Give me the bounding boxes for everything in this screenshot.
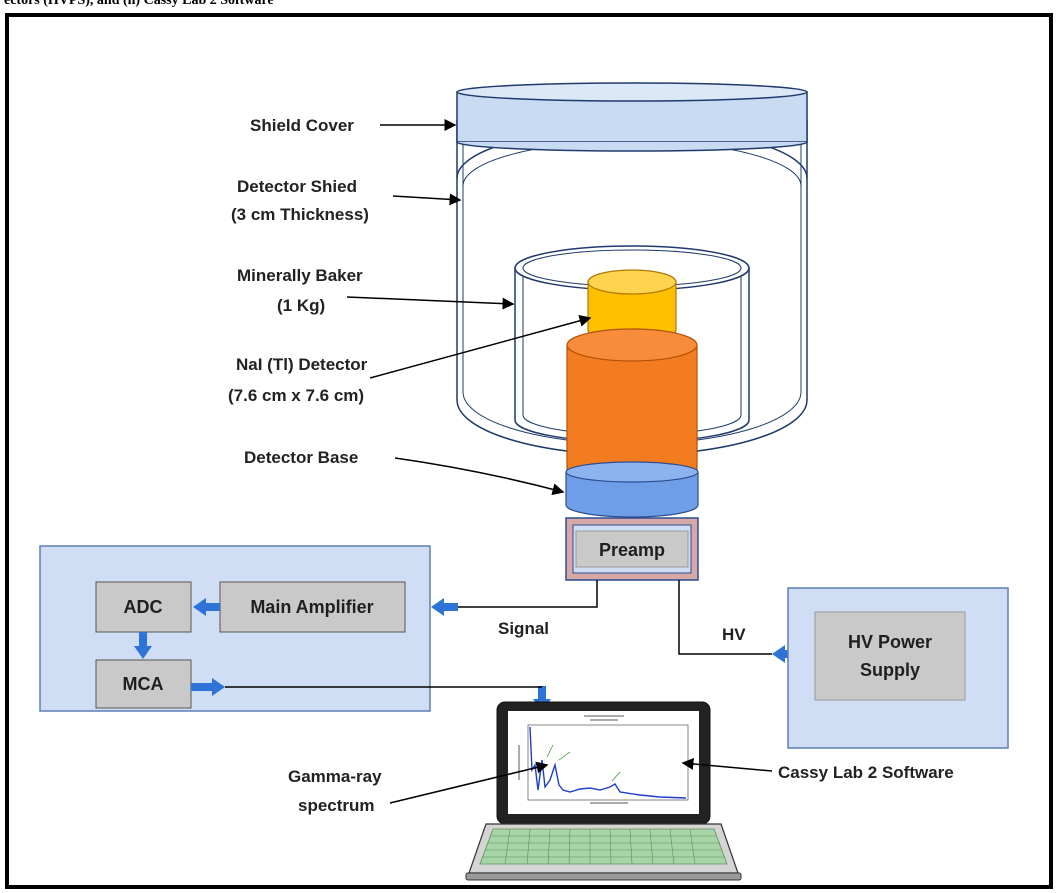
beaker-label-1: Minerally Baker [237, 266, 363, 285]
adc-to-mca-arrow [134, 632, 152, 659]
detector-base-label: Detector Base [244, 448, 358, 467]
hv-supply-label-1: HV Power [848, 632, 932, 652]
hv-label: HV [722, 625, 746, 644]
gamma-ray-leader [389, 761, 549, 804]
shield-cover [456, 82, 808, 152]
nai-detector-label-1: NaI (Tl) Detector [236, 355, 368, 374]
main-amplifier-box [219, 581, 406, 633]
hv-wire [678, 580, 772, 655]
amp-to-adc-arrow [193, 598, 220, 616]
mca-to-laptop-arrow [191, 678, 225, 696]
main-amplifier-label: Main Amplifier [250, 597, 373, 617]
adc-box [95, 581, 192, 633]
preamp-housing [565, 517, 699, 581]
mca-label: MCA [123, 674, 164, 694]
gamma-ray-label-1: Gamma-ray [288, 767, 382, 786]
detector-shield-label-2: (3 cm Thickness) [231, 205, 369, 224]
cassy-lab-leader [681, 757, 773, 772]
beaker-label-2: (1 Kg) [277, 296, 325, 315]
shield-cover-label: Shield Cover [250, 116, 354, 135]
hv-supply-box [814, 611, 966, 701]
detector-base-leader [394, 457, 565, 496]
hv-supply-label-2: Supply [860, 660, 920, 680]
laptop-keyboard [482, 828, 725, 865]
hv-input-arrow [772, 645, 800, 663]
nai-detector-leader [369, 314, 592, 379]
detector-shield-leader [392, 193, 462, 206]
signal-input-arrow [431, 598, 458, 616]
preamp-label: Preamp [599, 540, 665, 560]
gamma-ray-label-2: spectrum [298, 796, 375, 815]
beaker-leader [346, 296, 515, 310]
spectrum-plot [518, 715, 689, 804]
mca-box [95, 659, 192, 709]
signal-label: Signal [498, 619, 549, 638]
caption-fragment-text: ectors (HVPS), and (h) Cassy Lab 2 Softw… [4, 0, 274, 8]
cassy-lab-label: Cassy Lab 2 Software [778, 763, 954, 782]
nai-detector-label-2: (7.6 cm x 7.6 cm) [228, 386, 364, 405]
detector-shield-label-1: Detector Shied [237, 177, 357, 196]
detector-base [565, 461, 699, 518]
top-caption-fragment: ectors (HVPS), and (h) Cassy Lab 2 Softw… [0, 0, 1060, 12]
adc-label: ADC [124, 597, 163, 617]
signal-wire [458, 580, 598, 608]
